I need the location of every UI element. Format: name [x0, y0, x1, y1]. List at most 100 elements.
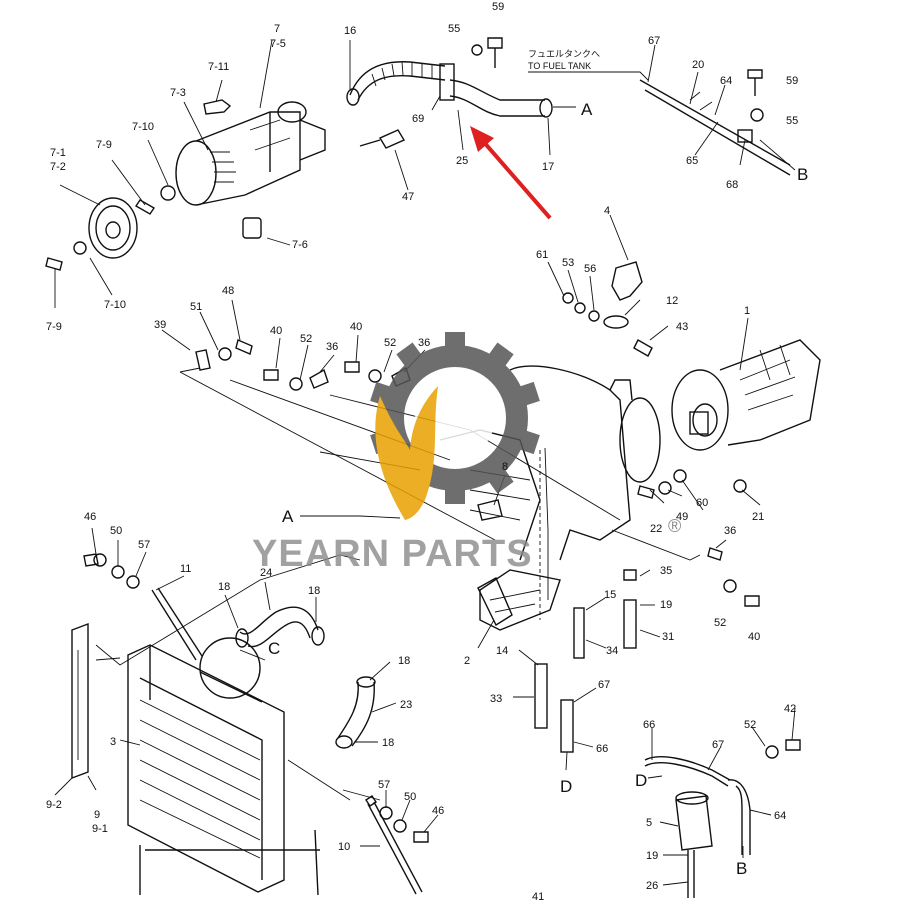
label-9-1: 9-1 [92, 823, 108, 835]
label-31: 31 [662, 631, 674, 643]
connector-d-low: D [635, 771, 647, 790]
rod-11 [151, 587, 203, 661]
part-labels: 59 55 16 7 7-5 7-11 7-3 69 25 17 47 67 2… [46, 1, 798, 900]
leader-lines [54, 39, 796, 886]
label-55: 55 [786, 115, 798, 127]
bolt-47 [359, 129, 406, 149]
label-47: 47 [402, 191, 414, 203]
label-60: 60 [696, 497, 708, 509]
label-4: 4 [604, 205, 610, 217]
clamp-69 [439, 63, 455, 101]
gear-tooth [396, 342, 427, 374]
connector-a-top: A [581, 100, 593, 119]
label-18: 18 [308, 585, 320, 597]
label-7-2: 7-2 [50, 161, 66, 173]
label-48: 48 [222, 285, 234, 297]
label-17: 17 [542, 161, 554, 173]
label-18: 18 [218, 581, 230, 593]
label-40: 40 [350, 321, 362, 333]
label-53: 53 [562, 257, 574, 269]
hose-17 [449, 79, 553, 118]
pipe-66a [560, 699, 574, 753]
cover-7-1 [88, 197, 138, 259]
label-69: 69 [412, 113, 424, 125]
sensor-7-11 [203, 99, 232, 115]
clip-7-9a [135, 185, 176, 215]
label-65: 65 [686, 155, 698, 167]
clip-7-9b [45, 241, 87, 271]
label-61: 61 [536, 249, 548, 261]
pipe-34 [573, 607, 585, 659]
label-52: 52 [384, 337, 396, 349]
watermark-flame-icon [375, 386, 438, 520]
label-67: 67 [598, 679, 610, 691]
label-20: 20 [692, 59, 704, 71]
label-36: 36 [418, 337, 430, 349]
label-67: 67 [712, 739, 724, 751]
bracket-8 [477, 499, 503, 521]
connector-d-mid: D [560, 777, 572, 796]
connector-b-low: B [736, 859, 747, 878]
label-22: 22 [650, 523, 662, 535]
label-10: 10 [338, 841, 350, 853]
label-7-5: 7-5 [270, 38, 286, 50]
label-43: 43 [676, 321, 688, 333]
shroud-9 [71, 622, 89, 780]
cap-21 [733, 479, 747, 493]
hose-16 [346, 61, 446, 106]
label-57: 57 [378, 779, 390, 791]
label-18: 18 [382, 737, 394, 749]
label-19: 19 [660, 599, 672, 611]
elbow-4 [611, 261, 643, 301]
connector-b-top: B [797, 165, 808, 184]
label-59: 59 [492, 1, 504, 13]
radiator-3 [127, 637, 320, 896]
fuel-filter-5 [644, 756, 751, 898]
air-cleaner-7 [175, 101, 326, 206]
label-9: 9 [94, 809, 100, 821]
label-24: 24 [260, 567, 272, 579]
label-7-3: 7-3 [170, 87, 186, 99]
bolt-59b [747, 69, 764, 122]
rod-10 [367, 801, 423, 895]
label-57: 57 [138, 539, 150, 551]
bolt-59a [471, 37, 503, 68]
label-59: 59 [786, 75, 798, 87]
label-8: 8 [502, 461, 508, 473]
label-40: 40 [748, 631, 760, 643]
label-50: 50 [110, 525, 122, 537]
label-64: 64 [774, 810, 786, 822]
label-7-10: 7-10 [104, 299, 126, 311]
label-66: 66 [643, 719, 655, 731]
note-japanese: フュエルタンクへ [528, 49, 600, 60]
label-19: 19 [646, 850, 658, 862]
watermark [370, 332, 540, 520]
label-18: 18 [398, 655, 410, 667]
label-12: 12 [666, 295, 678, 307]
label-46: 46 [84, 511, 96, 523]
label-2: 2 [464, 655, 470, 667]
gear-tooth [483, 342, 514, 374]
label-52: 52 [744, 719, 756, 731]
label-35: 35 [660, 565, 672, 577]
label-36: 36 [724, 525, 736, 537]
bracket-2 [477, 577, 513, 627]
fuel-line-65 [639, 79, 791, 176]
label-7-9: 7-9 [46, 321, 62, 333]
label-25: 25 [456, 155, 468, 167]
label-67: 67 [648, 35, 660, 47]
label-7-9: 7-9 [96, 139, 112, 151]
label-64: 64 [720, 75, 732, 87]
label-56: 56 [584, 263, 596, 275]
fastener-set [83, 292, 801, 843]
label-11: 11 [180, 563, 191, 575]
label-52: 52 [300, 333, 312, 345]
gear-tooth [510, 427, 540, 455]
watermark-brand: YEARN PARTS [252, 533, 533, 575]
label-7-1: 7-1 [50, 147, 66, 159]
pump-1 [671, 339, 821, 451]
label-36: 36 [326, 341, 338, 353]
watermark-registered: ® [668, 516, 681, 536]
label-7-10: 7-10 [132, 121, 154, 133]
